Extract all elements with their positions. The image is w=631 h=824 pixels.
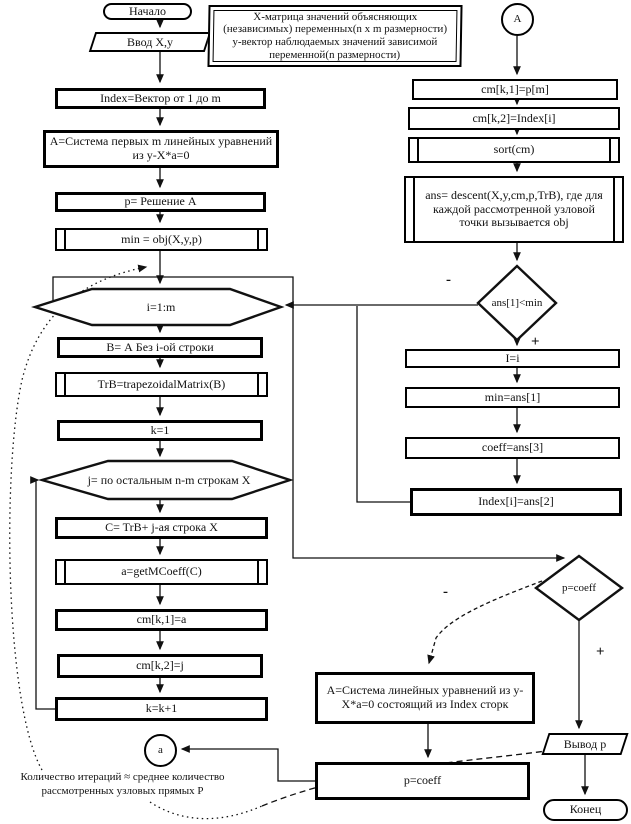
io-input-xy-label: Ввод X,y [126, 34, 173, 49]
subroutine-descent-label: ans= descent(X,y,cm,p,TrB), где для кажд… [425, 187, 603, 230]
subroutine-min-obj: min = obj(X,y,p) [55, 228, 268, 251]
io-output-p-label: Вывод p [563, 736, 607, 751]
process-p-assign: p=coeff [315, 762, 530, 800]
subroutine-sort-cm: sort(cm) [408, 137, 620, 163]
process-k-init: k=1 [57, 420, 263, 441]
subroutine-descent: ans= descent(X,y,cm,p,TrB), где для кажд… [404, 176, 624, 243]
process-b-without-row: B= А Без i-ой строки [57, 337, 263, 358]
process-k-inc-label: k=k+1 [145, 701, 178, 716]
process-a-system-index-label: А=Система линейных уравнений из y-X*a=0 … [326, 683, 524, 711]
process-k-inc: k=k+1 [55, 697, 268, 721]
process-min-assign: min=ans[1] [405, 387, 620, 408]
branch-label-p-minus: - [443, 584, 448, 600]
process-i-assign: I=i [405, 349, 620, 368]
process-min-assign-label: min=ans[1] [484, 389, 541, 404]
subroutine-trb-matrix-label: TrB=trapezoidalMatrix(B) [97, 376, 226, 391]
process-cm-k1-a: cm[k,1]=a [55, 609, 268, 631]
connector-circle-a-top: A [501, 3, 534, 36]
process-b-without-row-label: B= А Без i-ой строки [106, 339, 214, 354]
subroutine-a-coeff-label: a=getMCoeff(C) [121, 564, 202, 579]
io-input-xy: Ввод X,y [88, 32, 212, 52]
decision-ans-min-label: ans[1]<min [491, 297, 543, 309]
connector-circle-a-bottom: a [144, 734, 177, 767]
process-index-assign: Index[i]=ans[2] [410, 488, 622, 516]
process-cm-k2-index-label: cm[k,2]=Index[i] [472, 110, 556, 125]
process-coeff-assign: coeff=ans[3] [405, 437, 620, 459]
loop-j-label: j= по остальным n-m строкам X [87, 473, 251, 487]
branch-label-ans-plus: + [531, 334, 540, 350]
process-p-assign-label: p=coeff [403, 773, 442, 788]
terminator-start: Начало [103, 3, 192, 20]
process-cm-k1-pm: cm[k,1]=p[m] [412, 79, 618, 100]
branch-label-p-plus: + [596, 644, 605, 660]
annotation-top-note: X-матрица значений объясняющих (независи… [207, 5, 463, 67]
terminator-end-label: Конец [569, 802, 602, 817]
decision-p-coeff-label: p=coeff [561, 582, 597, 594]
process-cm-k2-j-label: cm[k,2]=j [136, 658, 184, 673]
annotation-top-note-text: X-матрица значений объясняющих (независи… [223, 10, 448, 61]
process-index-vector: Index=Вектор от 1 до m [55, 88, 266, 109]
process-cm-k1-a-label: cm[k,1]=a [136, 612, 187, 627]
io-output-p: Вывод p [541, 733, 629, 755]
process-p-solution-label: p= Решение А [124, 194, 197, 209]
connector-circle-a-bottom-label: a [158, 744, 163, 757]
process-index-assign-label: Index[i]=ans[2] [478, 494, 554, 509]
branch-label-ans-minus: - [446, 272, 451, 288]
process-index-vector-label: Index=Вектор от 1 до m [100, 90, 221, 105]
process-a-system-first: А=Система первых m линейных уравнений из… [43, 130, 279, 168]
process-a-system-first-label: А=Система первых m линейных уравнений из… [49, 134, 273, 162]
process-c-row: C= TrB+ j-ая строка X [55, 517, 268, 539]
process-cm-k1-pm-label: cm[k,1]=p[m] [481, 81, 549, 96]
subroutine-trb-matrix: TrB=trapezoidalMatrix(B) [55, 372, 268, 397]
process-p-solution: p= Решение А [55, 192, 266, 212]
terminator-start-label: Начало [129, 3, 166, 18]
process-k-init-label: k=1 [150, 422, 170, 437]
process-cm-k2-index: cm[k,2]=Index[i] [408, 107, 620, 130]
process-a-system-index: А=Система линейных уравнений из y-X*a=0 … [315, 672, 535, 724]
subroutine-min-obj-label: min = obj(X,y,p) [121, 231, 202, 246]
loop-i-label: i=1:m [146, 299, 176, 314]
annotation-bottom-note: Количество итераций ≈ среднее количество… [20, 771, 225, 798]
process-c-row-label: C= TrB+ j-ая строка X [105, 520, 218, 535]
subroutine-a-coeff: a=getMCoeff(C) [55, 559, 268, 585]
connector-circle-a-top-label: A [513, 13, 522, 26]
process-coeff-assign-label: coeff=ans[3] [481, 440, 544, 455]
subroutine-sort-cm-label: sort(cm) [493, 142, 535, 157]
process-i-assign-label: I=i [505, 350, 520, 365]
process-cm-k2-j: cm[k,2]=j [57, 654, 263, 678]
terminator-end: Конец [543, 799, 628, 821]
